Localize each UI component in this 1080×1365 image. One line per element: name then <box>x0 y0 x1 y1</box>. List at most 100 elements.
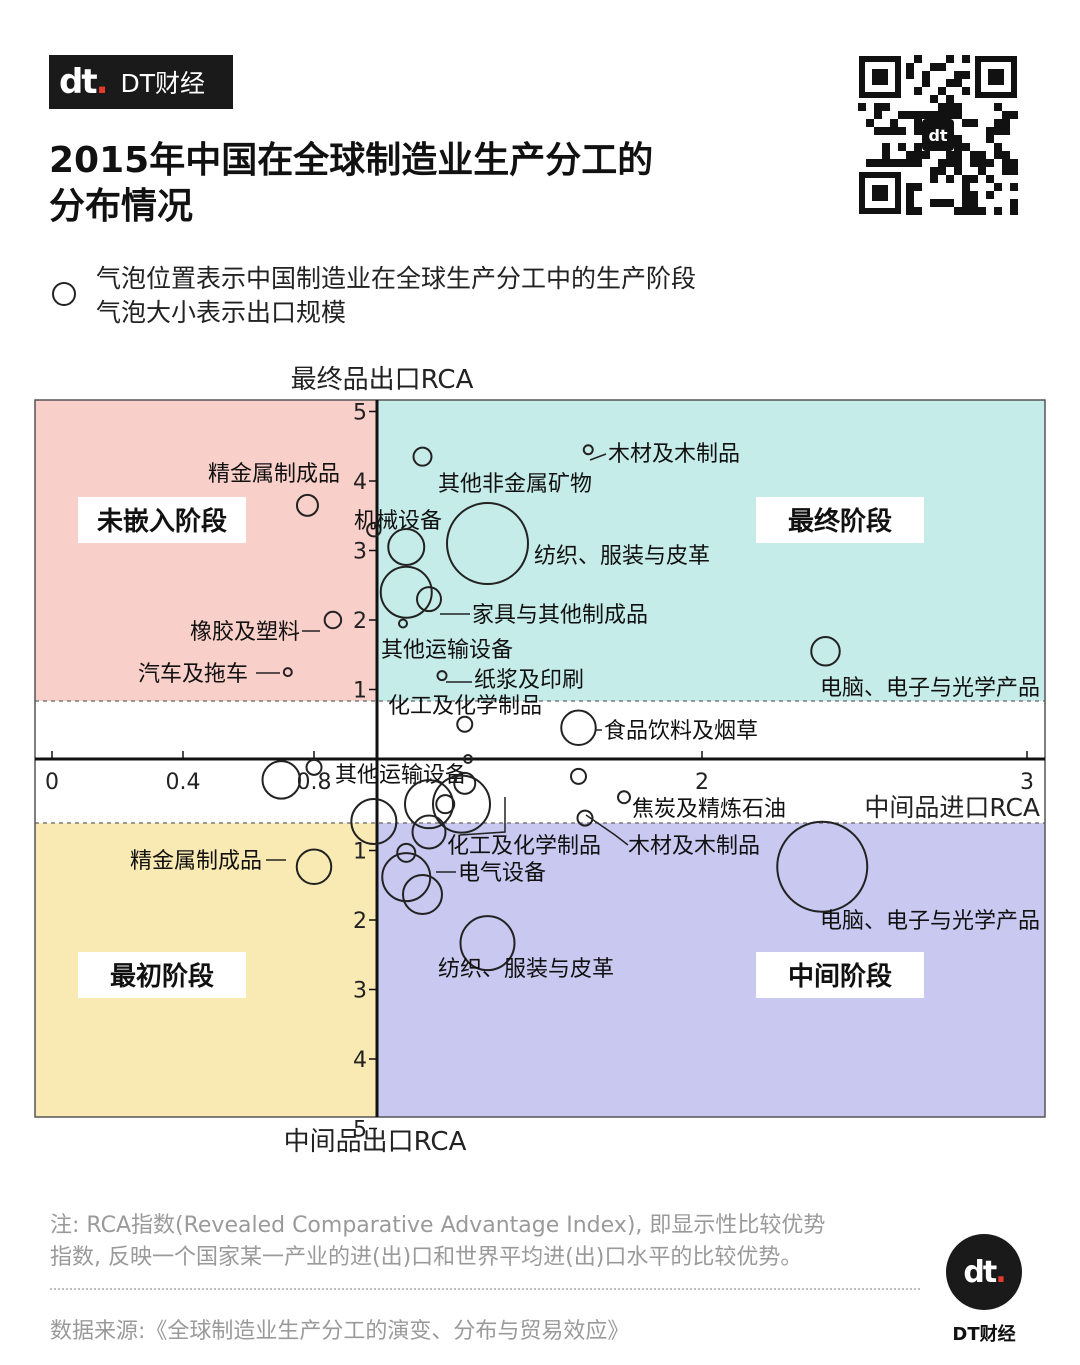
bubble-label: 精金属制成品 <box>130 849 262 874</box>
bubble-label: 电气设备 <box>458 861 546 886</box>
bubble <box>350 798 398 846</box>
bubble <box>463 754 473 764</box>
bubble-label: 精金属制成品 <box>208 462 340 487</box>
middle-band <box>35 701 1045 823</box>
bubble <box>261 760 301 800</box>
bubble <box>323 610 343 630</box>
bubble <box>435 794 456 815</box>
axis-label-top: 最终品出口RCA <box>291 365 474 395</box>
bubble-label: 食品饮料及烟草 <box>604 719 758 744</box>
svg-text:最初阶段: 最初阶段 <box>110 961 214 992</box>
bubble <box>404 779 454 830</box>
y-tick-label-up: 2 <box>353 609 367 634</box>
bubble-label: 化工及化学制品 <box>388 694 542 719</box>
x-tick-label: 0.4 <box>166 770 201 795</box>
bubble <box>810 636 841 667</box>
y-tick-label-down: 4 <box>353 1048 367 1073</box>
bubble <box>411 814 447 850</box>
y-tick-label-down: 1 <box>353 840 367 865</box>
title-line-1: 2015年中国在全球制造业生产分工的 <box>49 140 654 181</box>
x-tick-label: 2 <box>695 770 709 795</box>
bubble <box>295 848 333 885</box>
bubble <box>776 820 869 913</box>
legend-bubble-icon <box>52 282 76 306</box>
data-source: 数据来源:《全球制造业生产分工的演变、分布与贸易效应》 <box>50 1319 630 1344</box>
bubble-label: 焦炭及精炼石油 <box>632 797 786 822</box>
bubble-label: 木材及木制品 <box>608 442 740 467</box>
bubble <box>402 874 443 916</box>
bubble <box>453 771 477 795</box>
bubble <box>436 670 448 682</box>
bubble-label: 化工及化学制品 <box>447 834 601 859</box>
bubble <box>582 444 594 456</box>
y-tick-label-up: 3 <box>353 540 367 565</box>
quadrant-label-bottom-left: 最初阶段 <box>78 952 246 998</box>
bubble <box>398 618 408 629</box>
bubble <box>432 774 491 834</box>
svg-text:中间阶段: 中间阶段 <box>788 961 892 992</box>
axis-label-bottom: 中间品出口RCA <box>284 1127 467 1157</box>
bubble <box>396 842 417 863</box>
y-tick-label-down: 5 <box>353 1118 367 1143</box>
bubble <box>379 565 433 619</box>
bubble-label: 汽车及拖车 <box>138 662 248 687</box>
bubble-label: 其他非金属矿物 <box>438 472 592 497</box>
legend-line-2: 气泡大小表示出口规模 <box>96 298 347 327</box>
bubble <box>282 667 293 678</box>
svg-text:未嵌入阶段: 未嵌入阶段 <box>97 506 227 537</box>
bubble <box>446 502 529 586</box>
brand-logo-icon: dt. <box>59 62 109 102</box>
bubble <box>387 528 426 567</box>
bubble <box>576 809 594 827</box>
bubble-label: 其他运输设备 <box>381 638 513 663</box>
bubble-label: 其他运输设备 <box>335 763 467 788</box>
leader-line <box>589 453 607 461</box>
x-tick-label: 0.8 <box>297 770 332 795</box>
quadrant-label-top-left: 未嵌入阶段 <box>78 497 246 543</box>
bubble-label: 电脑、电子与光学产品 <box>820 909 1040 934</box>
bubble-label: 纸浆及印刷 <box>474 668 584 693</box>
bubble <box>570 767 587 785</box>
bubble-label: 木材及木制品 <box>628 834 760 859</box>
quadrant-label-top-right: 最终阶段 <box>756 497 924 543</box>
legend-line-1: 气泡位置表示中国制造业在全球生产分工中的生产阶段 <box>96 264 697 293</box>
quadrant-label-bottom-right: 中间阶段 <box>756 952 924 998</box>
y-tick-label-up: 5 <box>353 401 367 426</box>
bubble <box>560 709 597 746</box>
bubble-label: 电脑、电子与光学产品 <box>820 676 1040 701</box>
y-tick-label-down: 3 <box>353 979 367 1004</box>
bubble <box>295 493 319 517</box>
bubble <box>412 446 433 467</box>
footer-logo-icon: dt. <box>946 1234 1022 1310</box>
bubble-label: 纺织、服装与皮革 <box>438 957 614 982</box>
leader-line <box>585 814 629 846</box>
qr-code-icon: dt <box>858 55 1018 215</box>
svg-text:dt: dt <box>928 126 947 145</box>
x-tick-label: 0 <box>45 770 59 795</box>
footer-divider <box>50 1288 920 1290</box>
brand-name: DT财经 <box>120 69 206 98</box>
y-tick-label-up: 1 <box>353 679 367 704</box>
y-tick-label-up: 4 <box>353 470 367 495</box>
note-line-2: 指数, 反映一个国家某一产业的进(出)口和世界平均进(出)口水平的比较优势。 <box>50 1245 803 1270</box>
page-title: 2015年中国在全球制造业生产分工的 分布情况 <box>49 138 749 230</box>
bubble-label: 橡胶及塑料 <box>190 620 300 645</box>
y-tick-label-down: 2 <box>353 909 367 934</box>
title-line-2: 分布情况 <box>49 186 194 227</box>
bubble <box>617 790 631 805</box>
bubble-label: 家具与其他制成品 <box>472 603 648 628</box>
bubble <box>459 915 516 972</box>
svg-text:最终阶段: 最终阶段 <box>788 506 892 537</box>
bubble-label: 纺织、服装与皮革 <box>534 544 710 569</box>
bubble <box>305 758 323 776</box>
x-tick-label: 3 <box>1020 770 1034 795</box>
leader-line <box>459 797 506 836</box>
axis-label-right: 中间品进口RCA <box>864 793 1040 822</box>
bubble-label: 机械设备 <box>354 509 442 534</box>
brand-badge: dt. DT财经 <box>49 55 233 109</box>
bubble <box>456 715 474 733</box>
footer-brand-name: DT财经 <box>952 1324 1016 1345</box>
note-line-1: 注: RCA指数(Revealed Comparative Advantage … <box>50 1213 826 1238</box>
bubble <box>416 586 442 613</box>
